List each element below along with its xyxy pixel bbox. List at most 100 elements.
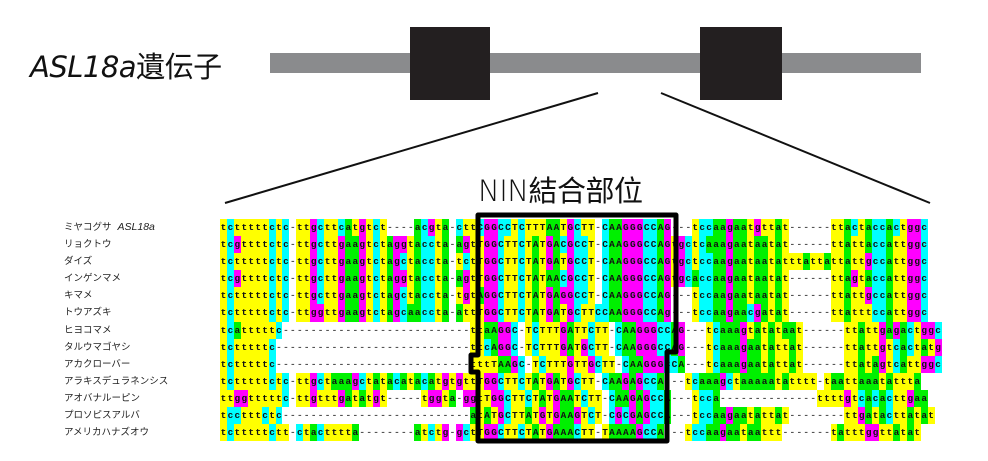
nucleotide: t [220, 338, 227, 356]
nucleotide: G [622, 253, 630, 271]
nucleotide: G [483, 236, 491, 254]
nucleotide: - [601, 407, 609, 425]
nucleotide: g [719, 424, 727, 442]
nucleotide: - [664, 424, 671, 442]
nucleotide: t [303, 287, 311, 305]
nucleotide: - [386, 424, 394, 442]
nucleotide: G [622, 270, 630, 288]
nucleotide: a [442, 287, 449, 305]
nucleotide: g [913, 236, 921, 254]
species-label: トウアズキ [64, 307, 112, 319]
nucleotide: C [587, 321, 595, 339]
nucleotide: c [920, 287, 928, 305]
nucleotide: A [615, 372, 623, 390]
nucleotide: T [546, 321, 553, 339]
nucleotide: c [684, 253, 692, 271]
nucleotide: G [622, 219, 630, 237]
nucleotide: C [497, 236, 505, 254]
nucleotide: t [324, 287, 331, 305]
nucleotide: t [927, 338, 935, 356]
nucleotide: t [913, 424, 921, 442]
nucleotide: t [379, 236, 387, 254]
nucleotide: G [511, 355, 519, 373]
nucleotide: - [677, 424, 685, 442]
nucleotide: G [636, 219, 644, 237]
nucleotide: - [289, 253, 297, 271]
nucleotide: c [317, 424, 325, 442]
nucleotide: t [435, 270, 442, 288]
nucleotide: C [657, 407, 664, 425]
nucleotide: c [226, 304, 234, 322]
nucleotide: - [795, 287, 803, 305]
nucleotide: t [261, 304, 269, 322]
nucleotide: a [712, 372, 720, 390]
nucleotide: a [712, 253, 720, 271]
nucleotide: C [650, 424, 658, 442]
nucleotide: - [698, 321, 706, 339]
nucleotide: g [435, 389, 442, 408]
nucleotide: - [365, 355, 373, 373]
nucleotide: g [310, 372, 318, 390]
nucleotide: T [539, 253, 547, 271]
nucleotide: - [691, 321, 699, 339]
nucleotide: G [483, 270, 491, 288]
nucleotide: t [892, 287, 900, 305]
nucleotide: t [331, 304, 338, 322]
nucleotide: t [469, 270, 477, 288]
nucleotide: - [351, 355, 359, 373]
nucleotide: C [511, 338, 519, 356]
nucleotide: a [886, 372, 893, 390]
nucleotide: g [726, 407, 734, 425]
nucleotide: a [740, 236, 748, 254]
nucleotide: - [462, 321, 470, 339]
nucleotide: t [365, 219, 373, 237]
nucleotide: a [719, 338, 727, 356]
nucleotide: a [775, 407, 782, 425]
nucleotide: a [351, 270, 359, 288]
nucleotide: g [726, 304, 734, 322]
nucleotide: G [553, 389, 560, 408]
nucleotide: a [483, 321, 491, 339]
nucleotide: C [643, 372, 651, 390]
nucleotide: g [358, 304, 366, 322]
nucleotide: - [296, 355, 304, 373]
nucleotide: - [809, 407, 817, 425]
nucleotide: c [920, 304, 928, 322]
nucleotide: a [747, 372, 755, 390]
nucleotide: - [809, 355, 817, 373]
nucleotide: t [809, 372, 817, 390]
nucleotide: A [608, 372, 616, 390]
nucleotide: - [344, 338, 352, 356]
nucleotide: c [892, 219, 900, 237]
nucleotide: - [414, 407, 422, 425]
nucleotide: t [851, 407, 859, 425]
nucleotide: G [546, 236, 553, 254]
nucleotide: t [462, 372, 470, 390]
nucleotide: - [282, 407, 290, 425]
nucleotide: - [684, 338, 692, 356]
nucleotide: c [906, 321, 914, 339]
nucleotide: A [608, 424, 616, 442]
nucleotide: G [539, 407, 547, 425]
nucleotide: t [268, 407, 276, 425]
nucleotide: t [261, 338, 269, 356]
nucleotide: a [386, 270, 394, 288]
nucleotide: G [490, 372, 498, 390]
nucleotide: C [518, 236, 526, 254]
nucleotide: - [795, 389, 803, 408]
nucleotide: - [795, 407, 803, 425]
nucleotide: a [886, 236, 893, 254]
nucleotide: t [747, 321, 755, 339]
nucleotide: t [435, 372, 442, 390]
nucleotide: a [310, 424, 318, 442]
nucleotide: g [858, 407, 866, 425]
nucleotide: t [705, 321, 713, 339]
nucleotide: t [275, 389, 283, 408]
nucleotide: t [233, 338, 241, 356]
nucleotide: - [816, 338, 824, 356]
species-label: ミヤコグサ [64, 222, 112, 233]
nucleotide: t [670, 253, 678, 271]
species-label: アメリカハナズオウ [64, 427, 150, 439]
